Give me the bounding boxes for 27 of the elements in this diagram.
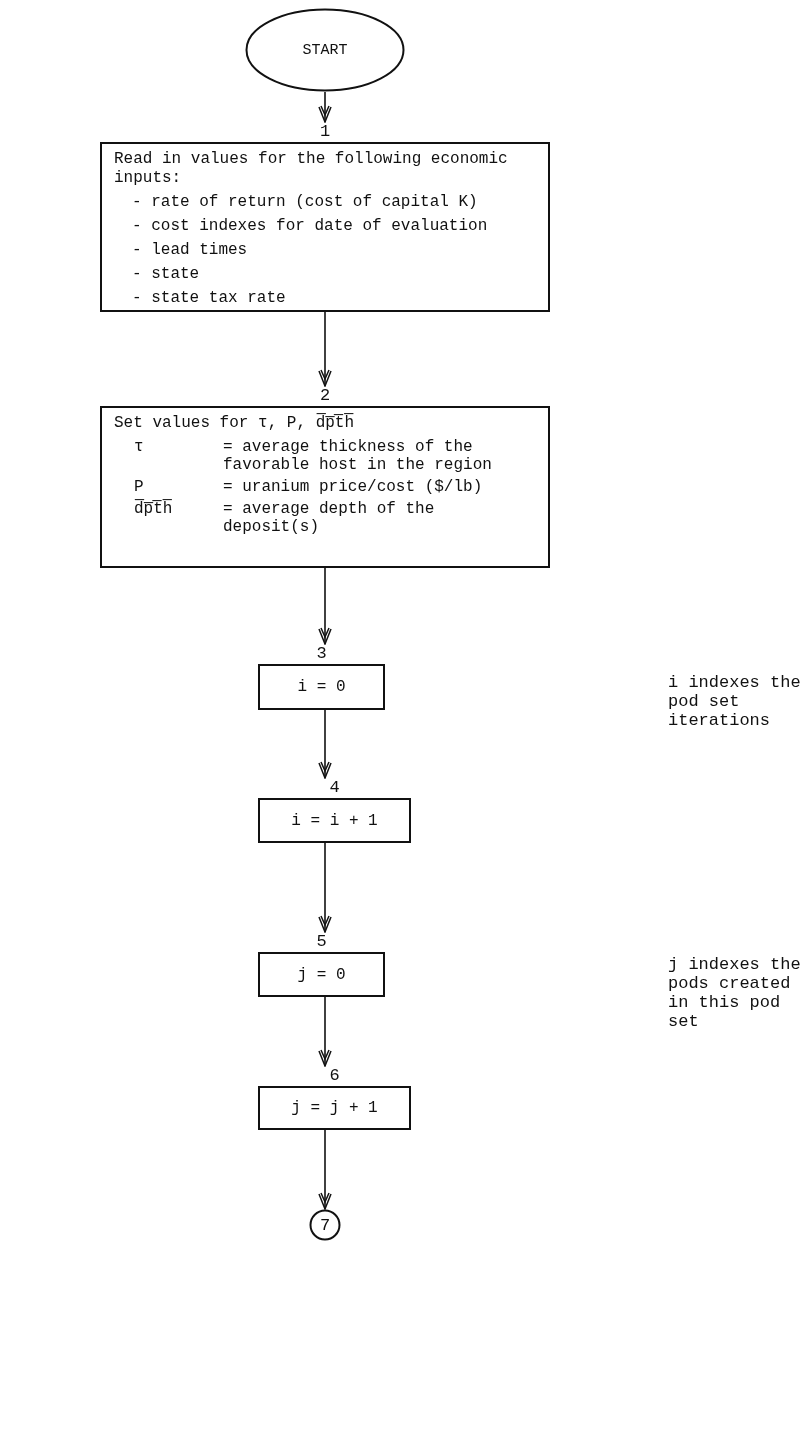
step-number: 4 xyxy=(328,778,341,798)
formula: j = 0 xyxy=(297,965,346,984)
symbol: d̅p̅t̅h̅ xyxy=(133,500,174,520)
definition: = average depth of the deposit(s) xyxy=(223,500,436,536)
box-heading: Read in values for the following economic inputs: xyxy=(114,150,509,188)
connector-number: 7 xyxy=(319,1215,331,1235)
definition: = average thickness of the favorable host in the region xyxy=(223,438,493,474)
formula: j = j + 1 xyxy=(291,1099,378,1117)
list-item: - state xyxy=(132,265,201,284)
formula: i = i + 1 xyxy=(291,811,378,830)
step-number: 6 xyxy=(328,1066,341,1086)
step-number: 2 xyxy=(318,386,332,406)
terminal-label: START xyxy=(302,41,348,59)
symbol: τ xyxy=(133,438,145,458)
step-number: 1 xyxy=(318,122,332,142)
box-heading: Set values for τ, P, d̅p̅t̅h̅ xyxy=(114,414,356,432)
step-number: 3 xyxy=(315,644,328,664)
definition: = uranium price/cost ($/lb) xyxy=(223,478,484,496)
list-item: - rate of return (cost of capital K) xyxy=(132,193,479,212)
annotation-note: j indexes the pods created in this pod set xyxy=(668,955,802,1031)
step-number: 5 xyxy=(315,932,328,952)
list-item: - cost indexes for date of evaluation xyxy=(132,217,489,236)
annotation-note: i indexes the pod set iterations xyxy=(668,673,802,730)
list-item: - lead times xyxy=(132,241,249,260)
list-item: - state tax rate xyxy=(132,289,287,308)
formula: i = 0 xyxy=(297,678,346,696)
symbol: P xyxy=(133,478,145,496)
